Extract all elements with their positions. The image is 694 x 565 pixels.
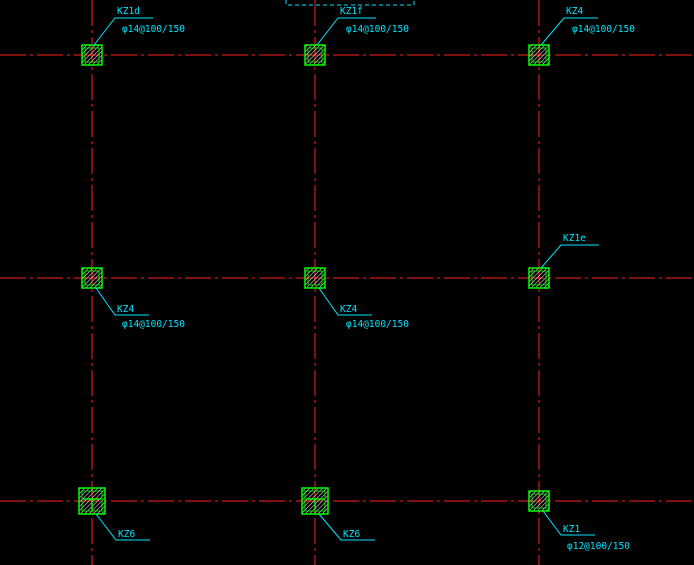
dashed-region-box — [285, 0, 415, 6]
column-section — [528, 267, 550, 289]
column-c-0-2[interactable]: KZ6 — [78, 487, 150, 541]
column-c-2-1[interactable]: KZ1e — [528, 233, 599, 289]
column-name-label: KZ4 — [117, 304, 134, 315]
column-name-label: KZ6 — [118, 529, 135, 540]
columns-layer: KZ1dφ14@100/150KZ1fφ14@100/150KZ4φ14@100… — [78, 6, 635, 552]
rebar-spec-label: φ14@100/150 — [346, 319, 409, 330]
column-section — [81, 44, 103, 66]
column-section — [304, 44, 326, 66]
column-stirrup — [531, 47, 547, 63]
column-name-label: KZ1f — [340, 6, 363, 17]
column-name-label: KZ4 — [566, 6, 583, 17]
leader-line — [542, 510, 595, 536]
column-name-label: KZ1e — [563, 233, 586, 244]
column-c-2-0[interactable]: KZ4 φ14@100/150 — [528, 6, 635, 66]
column-section — [81, 267, 103, 289]
leader-line — [95, 513, 150, 541]
rebar-spec-label: φ14@100/150 — [122, 319, 185, 330]
rebar-spec-label: φ14@100/150 — [122, 24, 185, 35]
column-c-0-1[interactable]: KZ4 φ14@100/150 — [81, 267, 185, 330]
column-section — [304, 267, 326, 289]
column-stirrup — [307, 270, 323, 286]
column-name-label: KZ1 — [563, 524, 580, 535]
column-c-2-2[interactable]: KZ1 φ12@100/150 — [528, 490, 630, 552]
leader-line — [93, 17, 153, 46]
rebar-spec-label: φ12@100/150 — [567, 541, 630, 552]
column-name-label: KZ4 — [340, 304, 357, 315]
column-c-1-1[interactable]: KZ4 φ14@100/150 — [304, 267, 409, 330]
column-stirrup — [84, 270, 100, 286]
column-c-1-0[interactable]: KZ1f φ14@100/150 — [304, 6, 409, 66]
rebar-spec-label: φ14@100/150 — [346, 24, 409, 35]
leader-line — [318, 287, 372, 316]
leader-line — [318, 513, 375, 541]
column-name-label: KZ1d — [117, 6, 140, 17]
column-name-label: KZ6 — [343, 529, 360, 540]
column-section — [528, 490, 550, 512]
column-stirrup — [307, 47, 323, 63]
leader-line — [95, 287, 149, 316]
column-stirrup — [531, 493, 547, 509]
column-c-1-2[interactable]: KZ6 — [301, 487, 375, 541]
leader-line — [316, 17, 376, 46]
leader-line — [540, 17, 598, 46]
leader-line — [540, 244, 599, 269]
column-stirrup — [81, 490, 103, 512]
column-stirrup — [304, 490, 326, 512]
column-stirrup — [84, 47, 100, 63]
rebar-spec-label: φ14@100/150 — [572, 24, 635, 35]
column-stirrup — [531, 270, 547, 286]
column-c-0-0[interactable]: KZ1d φ14@100/150 — [81, 6, 185, 66]
column-section — [528, 44, 550, 66]
